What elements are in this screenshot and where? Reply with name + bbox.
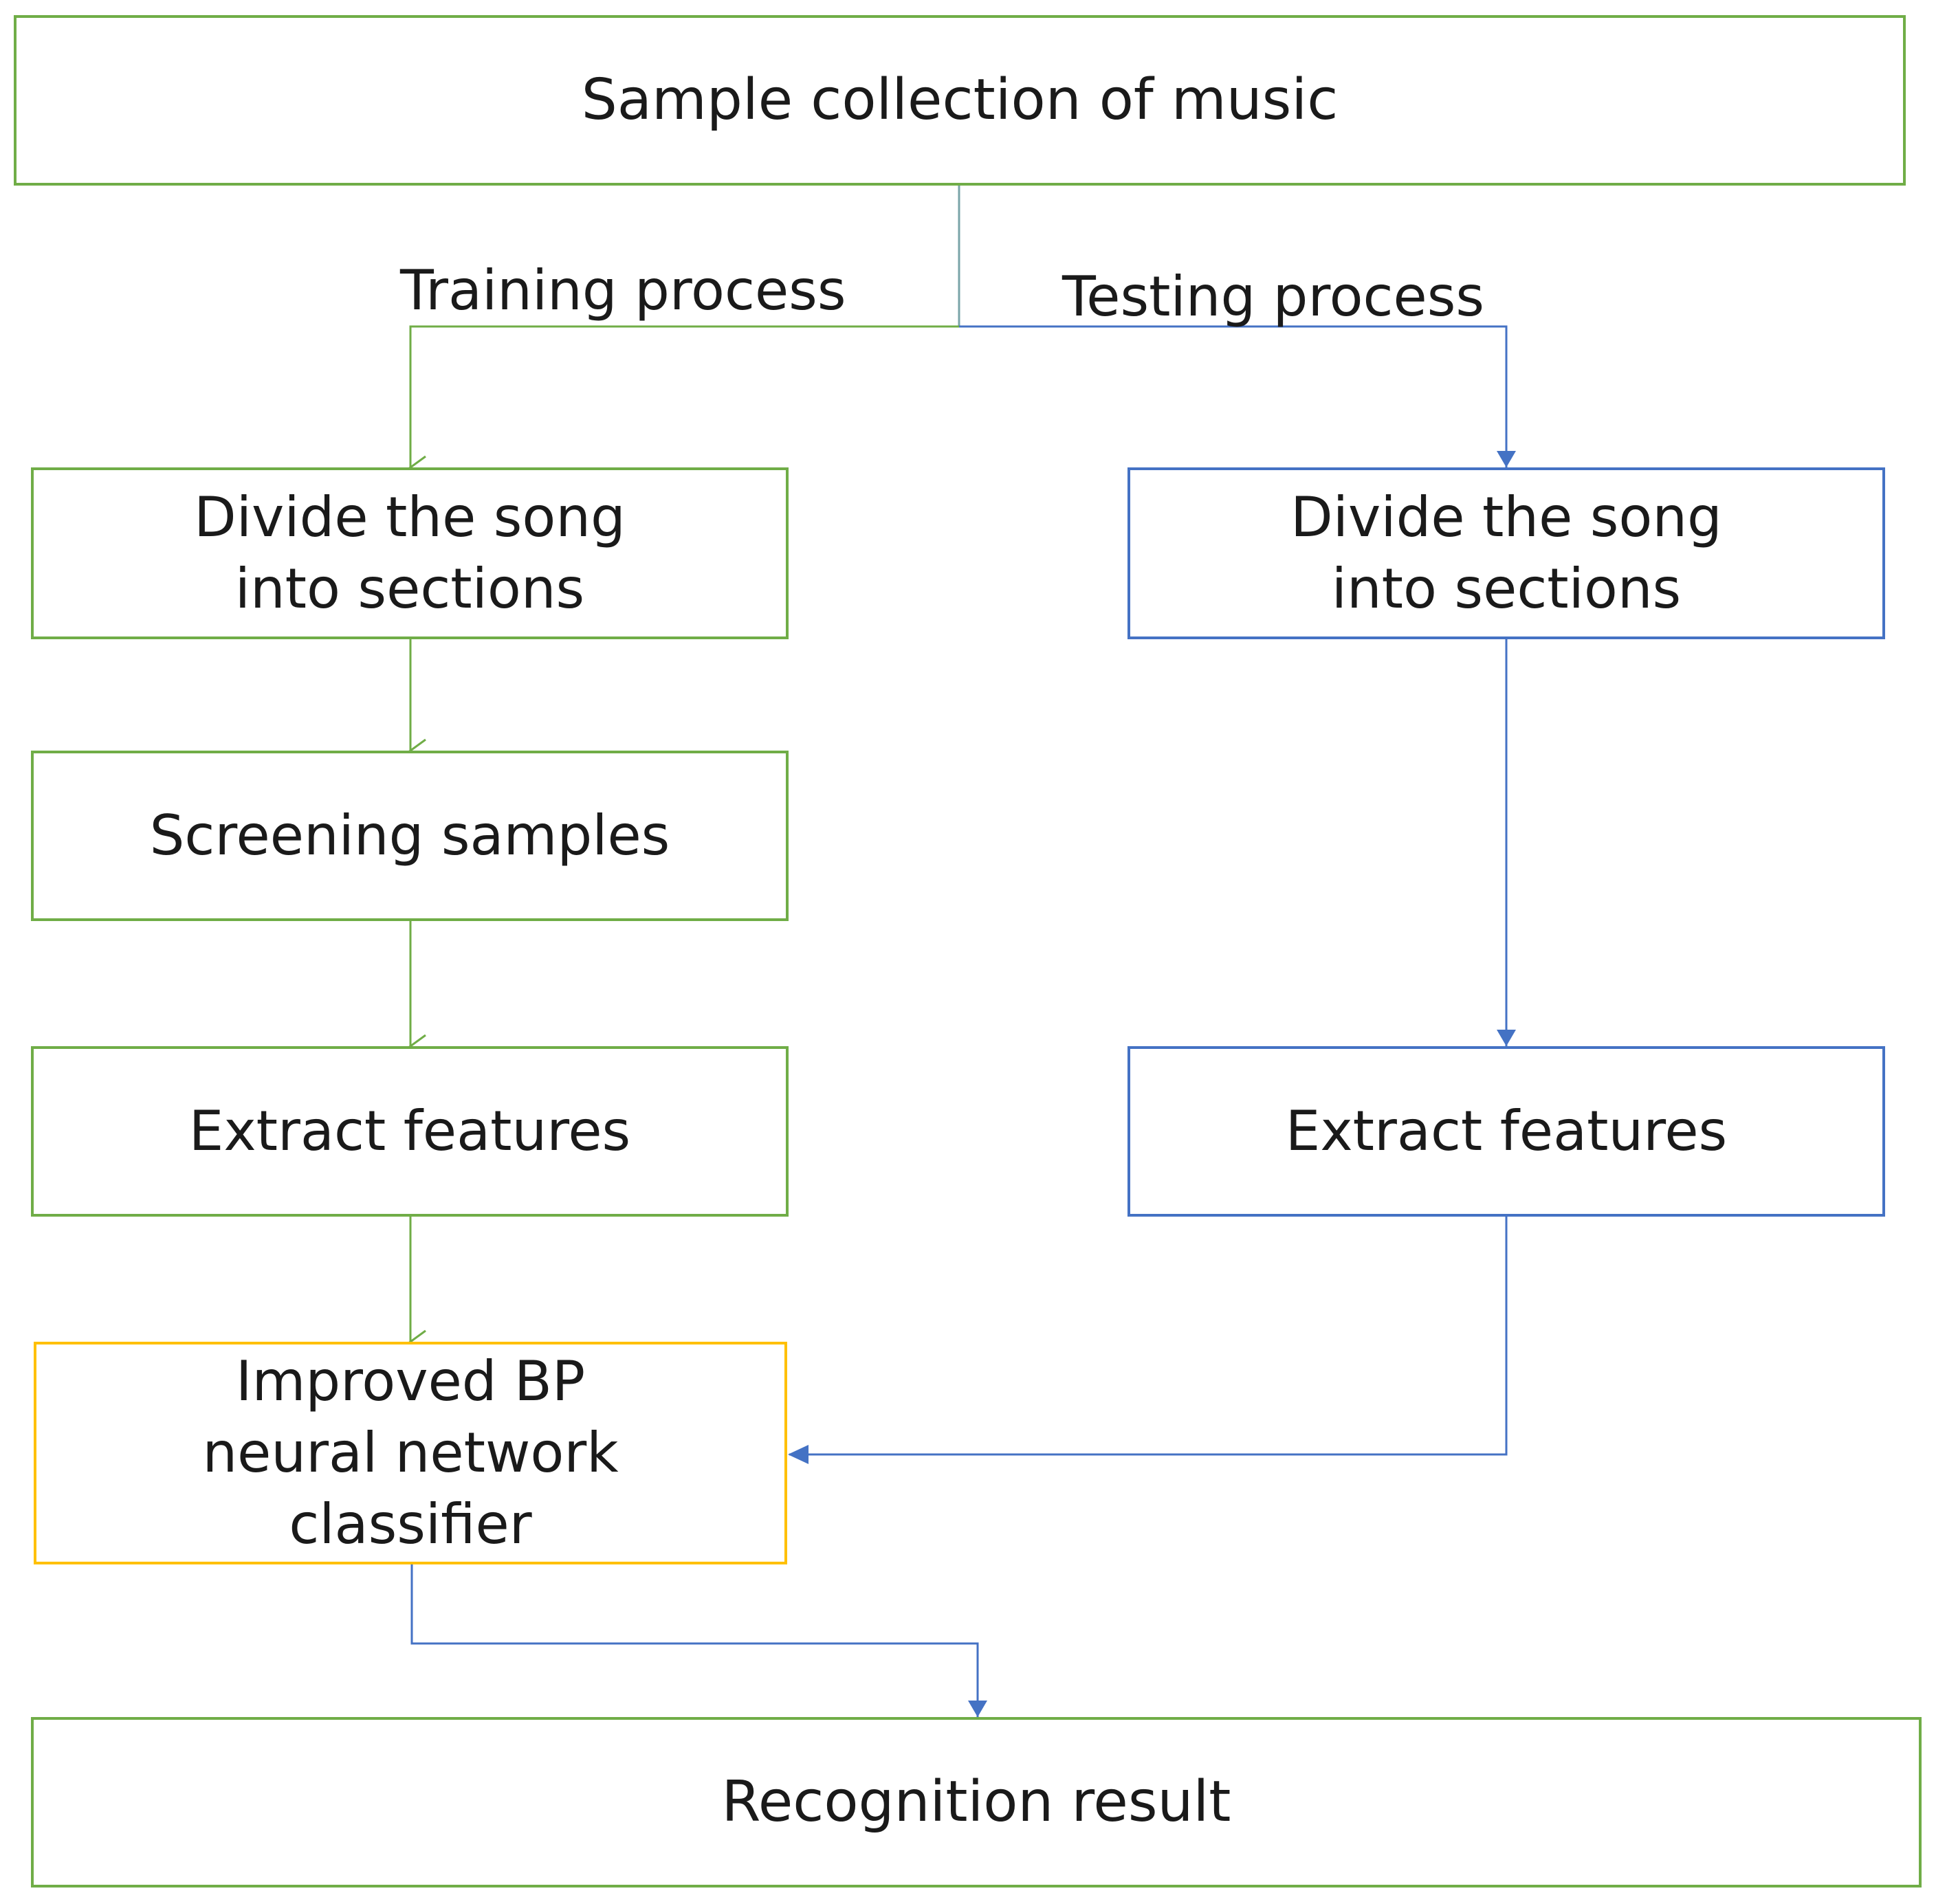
test-divide-box: Divide the song into sections bbox=[1128, 467, 1885, 639]
training-process-label: Training process bbox=[400, 258, 846, 322]
recognition-result-box: Recognition result bbox=[31, 1717, 1922, 1888]
recognition-result-label: Recognition result bbox=[721, 1769, 1231, 1835]
train-divide-box: Divide the song into sections bbox=[31, 467, 789, 639]
train-divide-label: Divide the song into sections bbox=[194, 485, 626, 621]
arrowhead-classifier-input bbox=[788, 1445, 808, 1464]
sample-collection-box: Sample collection of music bbox=[14, 15, 1906, 186]
connector-classifier-to-result bbox=[410, 1564, 987, 1717]
test-divide-label: Divide the song into sections bbox=[1290, 485, 1722, 621]
test-extract-label: Extract features bbox=[1285, 1099, 1728, 1163]
classifier-label: Improved BP neural network classifier bbox=[202, 1349, 619, 1556]
connector-test-extract-to-classifier bbox=[789, 1217, 1508, 1456]
train-screening-box: Screening samples bbox=[31, 751, 789, 921]
train-screening-label: Screening samples bbox=[149, 804, 670, 867]
classifier-box: Improved BP neural network classifier bbox=[34, 1342, 787, 1564]
testing-process-label: Testing process bbox=[1062, 265, 1485, 329]
test-extract-box: Extract features bbox=[1128, 1046, 1885, 1217]
connector-to-train-divide bbox=[408, 325, 959, 480]
sample-collection-label: Sample collection of music bbox=[581, 67, 1339, 133]
connector-to-test-divide bbox=[959, 325, 1516, 467]
train-extract-label: Extract features bbox=[188, 1099, 631, 1163]
train-extract-box: Extract features bbox=[31, 1046, 789, 1217]
